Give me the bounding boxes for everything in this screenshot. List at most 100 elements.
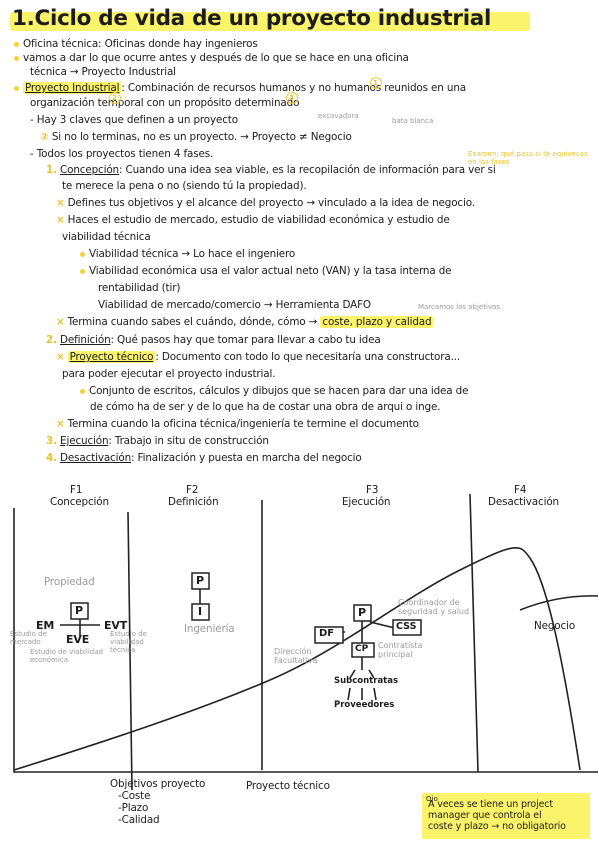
label-coordinador: Coordinador de seguridad y salud [398, 598, 470, 616]
lifecycle-curve [13, 547, 581, 771]
note-text: Oficina técnica: Oficinas donde hay inge… [23, 38, 258, 50]
phase-number: 1. [46, 164, 57, 176]
circle-number: 3 [289, 94, 294, 102]
phase-number: 3. [46, 435, 57, 447]
phase-f2-name: Definición [168, 496, 219, 508]
phase-f1-code: F1 [70, 484, 83, 496]
note-line: organización temporal con un propósito d… [30, 97, 300, 109]
note-text: Conjunto de escritos, cálculos y dibujos… [89, 385, 469, 397]
bullet-icon [14, 85, 19, 91]
note-line: Oficina técnica: Oficinas donde hay inge… [14, 38, 258, 51]
star-icon: × [56, 418, 65, 430]
note-line: - Todos los proyectos tienen 4 fases. [30, 148, 214, 160]
note-text: : Trabajo in situ de construcción [108, 435, 269, 447]
note-line: de cómo ha de ser y de lo que ha de cost… [90, 401, 441, 413]
bullet-icon [80, 388, 85, 394]
project-manager-note [422, 793, 590, 839]
note-text: Si no lo terminas, no es un proyecto. → … [51, 131, 352, 143]
box-i-f2 [191, 603, 210, 621]
side-note: Marcamos los objetivos [418, 303, 501, 311]
note-text: Viabilidad económica usa el valor actual… [89, 265, 452, 277]
phase-f1-name: Concepción [50, 496, 109, 508]
label-proveedores: Proveedores [334, 700, 395, 710]
phase-number: 4. [46, 452, 57, 464]
phase-f4-name: Desactivación [488, 496, 559, 508]
note-line: Viabilidad de mercado/comercio → Herrami… [98, 299, 371, 311]
term-proyecto-industrial: Proyecto Industrial [23, 82, 122, 94]
note-em: Estudio de mercado [10, 630, 47, 646]
note-line: técnica → Proyecto Industrial [30, 66, 176, 78]
side-note: bata blanca [392, 117, 434, 125]
box-p-f1 [70, 602, 89, 620]
label-plazo: -Plazo [118, 802, 149, 814]
term-definicion: Definición [60, 334, 111, 346]
label-calidad: -Calidad [118, 814, 160, 826]
note-text: : Qué pasos hay que tomar para llevar a … [110, 334, 381, 346]
label-direccion-facultativa: Dirección Facultativa [274, 647, 318, 665]
star-icon: × [56, 197, 65, 209]
bullet-icon [80, 251, 85, 257]
term-desactivacion: Desactivación [60, 452, 132, 464]
bullet-icon [14, 55, 19, 61]
note-line: Conjunto de escritos, cálculos y dibujos… [80, 385, 469, 398]
label-negocio: Negocio [534, 620, 576, 632]
title-highlight [10, 12, 530, 31]
phase-f3-code: F3 [366, 484, 379, 496]
note-text: Defines tus objetivos y el alcance del p… [67, 197, 475, 209]
note-line: para poder ejecutar el proyecto industri… [62, 368, 276, 380]
number-two-icon: ② [40, 131, 49, 143]
business-curve [519, 595, 599, 611]
box-label-css: CSS [396, 621, 417, 632]
note-text: : Documento con todo lo que necesitaría … [155, 351, 461, 363]
box-label-p: P [75, 604, 84, 617]
note-line: rentabilidad (tir) [98, 282, 181, 294]
note-text: Termina cuando sabes el cuándo, dónde, c… [67, 316, 318, 328]
page-title: 1.Ciclo de vida de un proyecto industria… [12, 6, 492, 31]
axis-line [13, 508, 598, 773]
box-css [392, 619, 422, 636]
bullet-icon [80, 268, 85, 274]
note-line: ×Termina cuando sabes el cuándo, dónde, … [56, 316, 434, 329]
circle-number: 2 [112, 94, 117, 102]
note-line: A veces se tiene un project [428, 799, 553, 810]
box-df [314, 626, 344, 644]
label-evt: EVT [104, 619, 128, 632]
label-subcontratas: Subcontratas [334, 676, 399, 686]
note-oh: Ojo [426, 795, 438, 803]
term-concepcion: Concepción [60, 164, 119, 176]
term-ejecucion: Ejecución [60, 435, 109, 447]
note-line: vamos a dar lo que ocurre antes y despué… [14, 52, 409, 65]
exam-note: Examen: qué pasa si te equivocas en las … [468, 150, 588, 166]
box-p-f2 [191, 572, 210, 590]
box-label-p: P [196, 574, 205, 587]
side-note: excavadora [318, 112, 359, 120]
box-cp [351, 642, 375, 658]
note-line: - Hay 3 claves que definen a un proyecto [30, 114, 238, 126]
box-label-i: I [198, 605, 203, 618]
star-icon: × [56, 351, 65, 363]
phase-divider [127, 511, 133, 791]
note-line: Viabilidad económica usa el valor actual… [80, 265, 452, 278]
phase-divider [469, 493, 479, 773]
phase-f4-code: F4 [514, 484, 527, 496]
note-text: vamos a dar lo que ocurre antes y despué… [23, 52, 409, 64]
note-text: Termina cuando la oficina técnica/ingeni… [67, 418, 419, 430]
label-objetivos: Objetivos proyecto [110, 778, 206, 790]
note-line: ×Proyecto técnico: Documento con todo lo… [56, 351, 460, 364]
note-text: : Finalización y puesta en marcha del ne… [131, 452, 362, 464]
note-line: viabilidad técnica [62, 231, 151, 243]
note-line: te merece la pena o no (siendo tú la pro… [62, 180, 307, 192]
note-line: 2. Definición: Qué pasos hay que tomar p… [46, 334, 381, 347]
phase-number: 2. [46, 334, 57, 346]
note-line: Viabilidad técnica → Lo hace el ingenier… [80, 248, 295, 261]
note-line: manager que controla el [428, 810, 542, 821]
note-line: ×Haces el estudio de mercado, estudio de… [56, 214, 450, 227]
label-eve: EVE [66, 633, 90, 646]
star-icon: × [56, 214, 65, 226]
label-contratista: Contratista principal [378, 641, 423, 659]
box-p-f3 [353, 604, 372, 622]
note-text: Haces el estudio de mercado, estudio de … [67, 214, 450, 226]
note-text: : Cuando una idea sea viable, es la reco… [119, 164, 496, 176]
term-proyecto-tecnico: Proyecto técnico [67, 351, 156, 363]
